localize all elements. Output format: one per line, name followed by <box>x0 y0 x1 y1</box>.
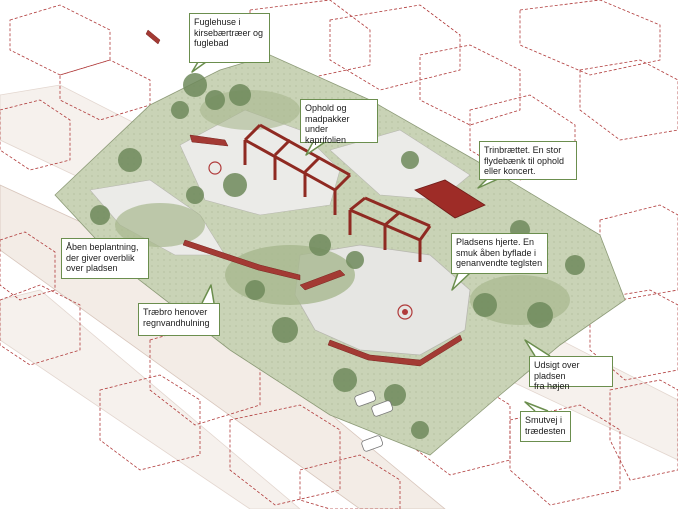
stage-platform <box>414 179 486 219</box>
red-benches <box>145 29 463 367</box>
callout-udsigt: Udsigt over pladsen fra højen <box>529 356 613 391</box>
callout-pladsens-hjerte: Pladsens hjerte. En smuk åben byflade i … <box>451 233 548 274</box>
trees <box>90 73 585 439</box>
callout-smutvej: Smutvej i trædesten <box>520 411 571 442</box>
callout-aaben-beplantning: Åben beplantning, der giver overblik ove… <box>61 238 149 279</box>
callout-fuglehuse: Fuglehuse i kirsebærtræer og fuglebad <box>189 13 270 63</box>
parked-cars <box>354 390 394 452</box>
callout-traebro: Træbro henover regnvandhulning <box>138 303 220 336</box>
callout-pointers <box>95 61 551 412</box>
callout-trinbraettet: Trinbrættet. En stor flydebænk til ophol… <box>479 141 577 180</box>
callout-ophold: Ophold og madpakker under kaprifolien <box>300 99 378 145</box>
pergolas <box>243 123 432 262</box>
